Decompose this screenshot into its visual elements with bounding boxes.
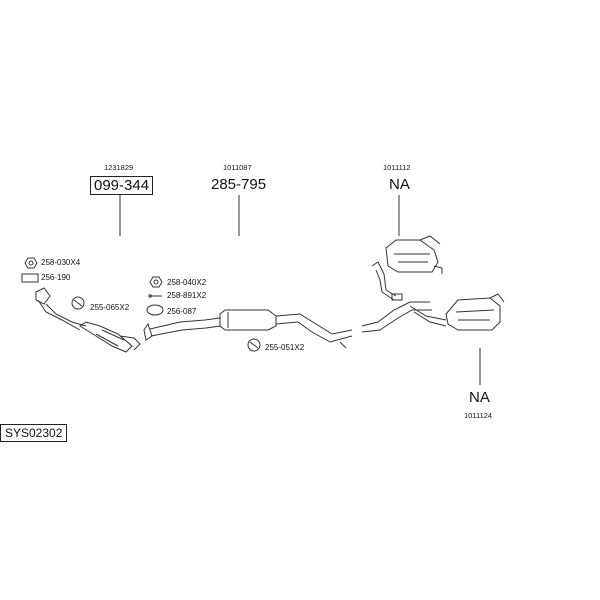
group-ref-1: 1231829: [104, 163, 134, 172]
group-ref-4: 1011124: [464, 411, 493, 420]
rear-pipes: [361, 261, 447, 333]
rear-muffler-lower: [445, 293, 505, 331]
callout-clamp-front[interactable]: 255-065X2: [90, 303, 130, 312]
gasket-icon: [21, 273, 39, 283]
group-part-1[interactable]: 099-344: [90, 176, 154, 195]
clamp-icon: [247, 338, 261, 352]
callout-nut-front[interactable]: 258-030X4: [41, 258, 81, 267]
callout-nut-mid[interactable]: 258-040X2: [167, 278, 207, 287]
center-muffler: [143, 309, 353, 349]
group-ref-3: 1011112: [383, 163, 411, 172]
callout-clamp-mid[interactable]: 255-051X2: [265, 343, 305, 352]
rear-muffler-upper: [385, 235, 443, 274]
callout-gasket-mid[interactable]: 256-087: [167, 307, 197, 316]
gasket-icon: [146, 304, 164, 316]
callout-gasket-front[interactable]: 256-190: [41, 273, 71, 282]
catalytic-converter: [35, 287, 141, 353]
nut-icon: [24, 257, 38, 269]
group-ref-2: 1011087: [223, 163, 252, 172]
callout-bolt-mid[interactable]: 258-891X2: [167, 291, 207, 300]
nut-icon: [149, 276, 163, 288]
system-code: SYS02302: [0, 424, 68, 442]
group-part-3[interactable]: NA: [389, 176, 410, 193]
clamp-icon: [71, 296, 85, 310]
group-part-2[interactable]: 285-795: [211, 176, 267, 193]
group-part-4[interactable]: NA: [469, 389, 490, 406]
